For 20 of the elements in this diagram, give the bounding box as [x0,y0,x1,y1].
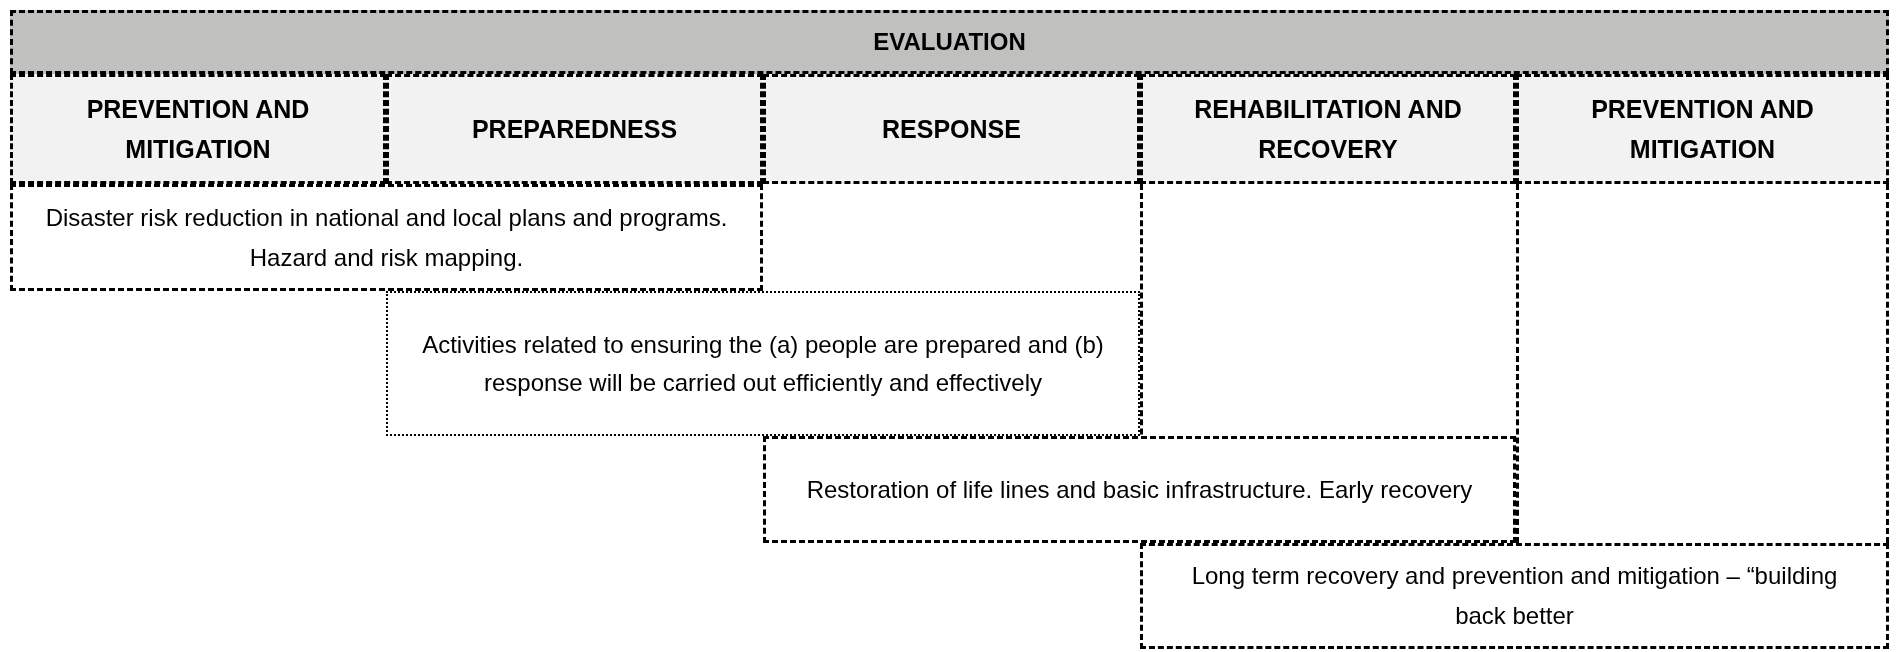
phase-title: PREVENTION AND MITIGATION [85,94,311,165]
phase-title: PREPAREDNESS [471,114,678,145]
phase-header [763,74,1140,184]
activity-box [10,184,763,291]
phase-title: EVALUATION [873,27,1026,57]
activity-box [1140,543,1889,649]
activity-box [386,291,1140,436]
phase-header [1140,74,1516,184]
activity-description: Disaster risk reduction in national and local plans and programs. Hazard and risk mapping. [44,202,729,273]
phase-title: RESPONSE [882,114,1021,145]
phase-title: REHABILITATION AND RECOVERY [1193,94,1463,165]
phase-band [10,10,1889,74]
phase-header [386,74,763,184]
activity-description: Activities related to ensuring the (a) people are prepared and (b) response will be carried out efficiently and effectively [421,329,1105,398]
phase-title: PREVENTION AND MITIGATION [1590,94,1815,165]
activity-box [763,436,1516,543]
phase-header [1516,74,1889,184]
activity-description: Restoration of life lines and basic infrastructure. Early recovery [806,474,1473,505]
phase-header [10,74,386,184]
activity-description: Long term recovery and prevention and mitigation – “building back better [1190,561,1839,631]
